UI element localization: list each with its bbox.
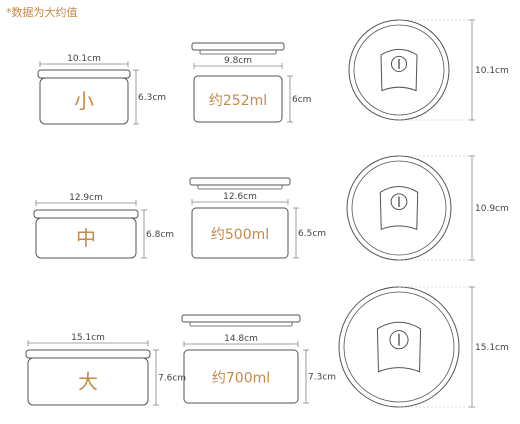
size-label: 大 — [78, 370, 98, 394]
lid-seal — [197, 184, 283, 190]
lid — [25, 349, 151, 359]
lid — [33, 209, 139, 219]
open-width-label: 14.8cm — [224, 334, 258, 344]
open-height-label: 6cm — [292, 95, 311, 105]
top-view: 10.1cm — [348, 19, 509, 121]
top-diameter-label: 15.1cm — [475, 343, 509, 353]
size-row-2: 12.9cm 6.8cm 中 12.6cm 6.5cm 约500ml 10.9cm — [33, 155, 509, 261]
open-view: 12.6cm 6.5cm 约500ml — [189, 177, 326, 259]
front-width-label: 10.1cm — [67, 54, 101, 64]
valve-handle-icon — [380, 48, 418, 92]
container-body — [27, 357, 149, 406]
size-label: 小 — [74, 89, 94, 113]
front-height-label: 7.6cm — [158, 374, 186, 384]
lid-seal — [199, 49, 277, 55]
lifted-lid — [181, 314, 301, 323]
front-view: 12.9cm 6.8cm 中 — [33, 193, 174, 259]
open-view: 9.8cm 6cm 约252ml — [191, 42, 311, 123]
size-row-3: 15.1cm 7.6cm 大 14.8cm 7.3cm 约700ml 15.1cm — [25, 286, 509, 408]
valve-handle-icon — [376, 321, 422, 373]
front-view: 10.1cm 6.3cm 小 — [37, 54, 166, 125]
open-view: 14.8cm 7.3cm 约700ml — [181, 314, 336, 404]
open-container-body — [191, 207, 289, 259]
open-container-body — [193, 75, 283, 123]
front-width-label: 15.1cm — [71, 333, 105, 343]
lid-outer-ring — [346, 155, 452, 261]
valve-icon — [390, 193, 408, 211]
size-row-1: 10.1cm 6.3cm 小 9.8cm 6cm 约252ml 10.1cm — [37, 19, 509, 125]
lid-inner-ring — [351, 160, 447, 256]
top-diameter-label: 10.9cm — [475, 204, 509, 214]
lid-outer-ring — [338, 286, 460, 408]
approximate-values-note: *数据为大约值 — [6, 4, 78, 20]
open-width-label: 12.6cm — [223, 192, 257, 202]
size-label: 中 — [76, 226, 96, 250]
lid-seal — [189, 321, 293, 327]
container-body — [35, 217, 137, 259]
lifted-lid — [189, 177, 291, 186]
open-height-label: 7.3cm — [308, 373, 336, 383]
open-width-label: 9.8cm — [224, 56, 252, 66]
top-diameter-label: 10.1cm — [475, 66, 509, 76]
valve-handle-icon — [379, 186, 419, 231]
lid-inner-ring — [353, 24, 445, 116]
container-body — [39, 77, 129, 125]
valve-icon — [389, 330, 409, 350]
lid-outer-ring — [348, 19, 450, 121]
open-container-body — [183, 349, 299, 404]
front-width-label: 12.9cm — [69, 193, 103, 203]
lid — [37, 69, 131, 79]
capacity-label: 约252ml — [209, 93, 267, 109]
open-height-label: 6.5cm — [298, 229, 326, 239]
top-view: 15.1cm — [338, 286, 509, 408]
front-height-label: 6.3cm — [138, 93, 166, 103]
valve-icon — [390, 55, 408, 73]
front-view: 15.1cm 7.6cm 大 — [25, 333, 186, 406]
front-height-label: 6.8cm — [146, 230, 174, 240]
asterisk: * — [6, 6, 12, 19]
note-text: 数据为大约值 — [11, 6, 78, 19]
capacity-label: 约700ml — [212, 371, 270, 387]
lifted-lid — [191, 42, 285, 51]
lid-inner-ring — [343, 291, 455, 403]
top-view: 10.9cm — [346, 155, 509, 261]
capacity-label: 约500ml — [211, 227, 269, 243]
